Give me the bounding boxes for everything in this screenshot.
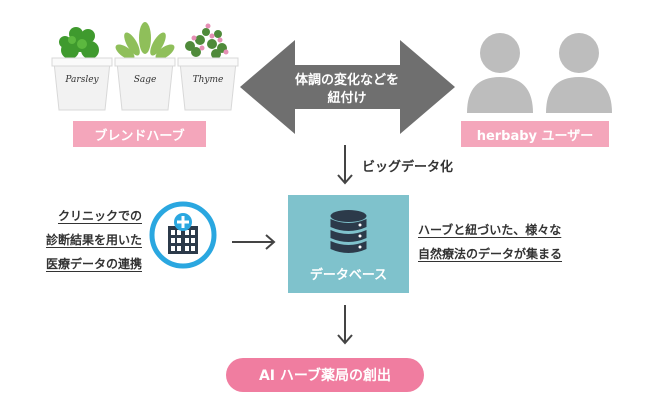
parsley-pot: Parsley bbox=[51, 27, 113, 111]
arrow-text-line1: 体調の変化などを bbox=[295, 72, 399, 88]
clinic-note-line1: クリニックでの bbox=[57, 209, 142, 223]
blend-herb-label: ブレンドハーブ bbox=[73, 121, 206, 147]
right-arrow-to-database bbox=[232, 234, 276, 250]
hospital-icon bbox=[149, 201, 217, 269]
natural-note-line2: 自然療法のデータが集まる bbox=[418, 247, 563, 261]
clinic-note-line3: 医療データの連携 bbox=[45, 257, 142, 271]
natural-therapy-note: ハーブと紐づいた、様々な 自然療法のデータが集まる bbox=[418, 218, 598, 266]
sage-pot: Sage bbox=[114, 22, 176, 111]
natural-note-line1: ハーブと紐づいた、様々な bbox=[418, 223, 562, 237]
parsley-pot-label: Parsley bbox=[64, 75, 99, 85]
database-box: データベース bbox=[288, 195, 409, 293]
thyme-pot: Thyme bbox=[177, 23, 239, 111]
down-arrow-to-database bbox=[337, 145, 353, 185]
users-icon bbox=[467, 33, 612, 113]
herbaby-users-label: herbaby ユーザー bbox=[461, 121, 609, 147]
sage-pot-label: Sage bbox=[134, 75, 157, 85]
database-label: データベース bbox=[309, 268, 388, 283]
clinic-note: クリニックでの 診断結果を用いた 医療データの連携 bbox=[20, 204, 142, 276]
herb-pots-illustration: Parsley Sage Thyme bbox=[51, 22, 239, 111]
arrow-text-line2: 紐付け bbox=[327, 90, 366, 106]
bigdata-label: ビッグデータ化 bbox=[362, 160, 454, 175]
clinic-note-line2: 診断結果を用いた bbox=[45, 233, 142, 247]
double-arrow-shape bbox=[240, 40, 455, 134]
link-double-arrow: 体調の変化などを 紐付け bbox=[240, 40, 455, 134]
ai-herb-pharmacy-pill: AI ハーブ薬局の創出 bbox=[226, 358, 424, 392]
down-arrow-to-result bbox=[337, 305, 353, 345]
thyme-pot-label: Thyme bbox=[193, 75, 224, 85]
database-icon bbox=[330, 210, 367, 253]
